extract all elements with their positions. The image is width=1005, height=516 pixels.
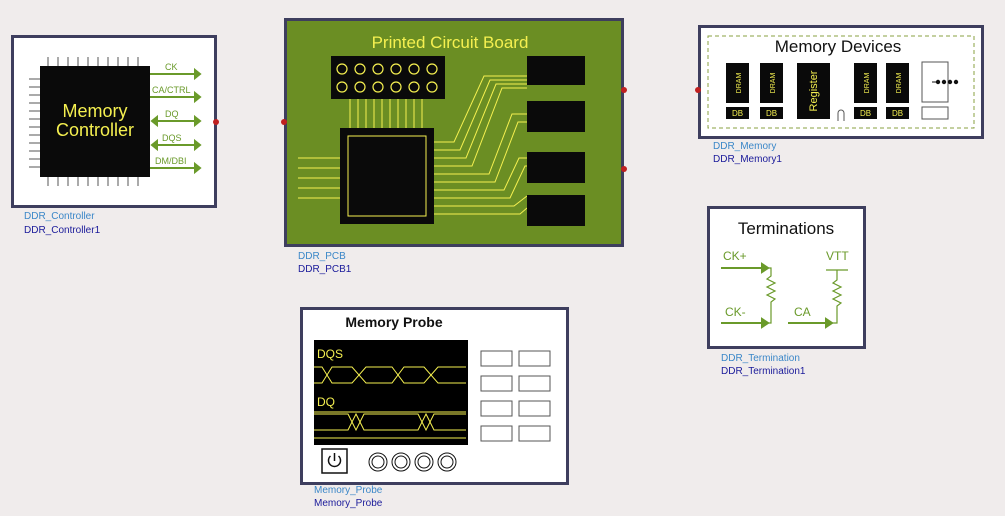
db-buffer: DB <box>886 107 909 119</box>
ck-plus-label: CK+ <box>723 249 747 263</box>
svg-text:DRAM: DRAM <box>736 73 743 94</box>
resistor-ck-icon <box>765 267 777 324</box>
probe-block[interactable]: Memory Probe DQS DQ <box>300 307 569 485</box>
pcb-memory-chip <box>527 152 585 183</box>
pcb-memory-chip <box>527 101 585 132</box>
db-buffer: DB <box>760 107 783 119</box>
probe-trace-dqs-label: DQS <box>317 347 343 361</box>
probe-symbol: Memory Probe DQS DQ <box>300 307 569 485</box>
ck-minus-label: CK- <box>725 305 746 319</box>
controller-title-line1: Memory <box>62 101 127 121</box>
pcb-title: Printed Circuit Board <box>372 33 529 52</box>
probe-instance-label: Memory_Probe <box>314 498 383 509</box>
probe-waveform-dq <box>314 411 466 439</box>
signal-dq-label: DQ <box>165 109 179 119</box>
termination-instance-label: DDR_Termination1 <box>721 366 806 377</box>
memory-notch <box>837 109 845 121</box>
power-icon <box>321 448 348 474</box>
termination-arrows <box>721 262 834 329</box>
terminations-symbol: Terminations CK+ CK- VTT CA <box>707 206 866 349</box>
svg-text:Register: Register <box>808 70 820 111</box>
memory-port[interactable] <box>695 87 701 93</box>
ca-label: CA <box>794 305 811 319</box>
pcb-connector-pins <box>336 63 438 93</box>
pcb-main-chip <box>340 128 434 224</box>
pcb-traces <box>298 75 528 215</box>
terminations-title: Terminations <box>738 219 834 238</box>
db-buffer: DB <box>726 107 749 119</box>
svg-text:DB: DB <box>766 109 777 118</box>
pcb-instance-label: DDR_PCB1 <box>298 264 352 275</box>
memory-block[interactable]: Memory Devices DRAM DRAM DRAM DRAM DB DB <box>698 25 984 139</box>
db-buffer: DB <box>854 107 877 119</box>
controller-port[interactable] <box>213 119 219 125</box>
memory-module-outline <box>707 35 975 129</box>
dram-chip: DRAM <box>854 63 877 103</box>
pcb-port-left[interactable] <box>281 119 287 125</box>
register-chip: Register <box>797 63 830 119</box>
probe-knob-icons <box>368 452 457 472</box>
probe-keypad <box>480 350 551 442</box>
resistor-vtt-icon <box>826 269 848 324</box>
svg-text:DB: DB <box>732 109 743 118</box>
terminations-block[interactable]: Terminations CK+ CK- VTT CA <box>707 206 866 349</box>
dram-chip: DRAM <box>760 63 783 103</box>
pcb-symbol: Printed Circuit Board <box>284 18 624 247</box>
controller-title-line2: Controller <box>56 120 134 140</box>
pcb-memory-chip <box>527 195 585 226</box>
pcb-connector <box>331 56 445 99</box>
probe-scope-screen <box>314 340 468 445</box>
probe-title: Memory Probe <box>345 314 442 330</box>
signal-ck-label: CK <box>165 62 178 72</box>
svg-text:DRAM: DRAM <box>864 73 871 94</box>
controller-symbol: Memory Controller CK CA/CTRL DQ DQS DM/D… <box>11 35 217 208</box>
memory-more-db <box>921 106 949 120</box>
memory-title: Memory Devices <box>775 37 902 56</box>
pcb-port-right-bottom[interactable] <box>621 166 627 172</box>
controller-pins-bottom <box>47 177 139 186</box>
pcb-chip-outline <box>347 135 427 217</box>
controller-type-label: DDR_Controller <box>24 211 95 222</box>
memory-type-label: DDR_Memory <box>713 141 777 152</box>
controller-pins-left <box>29 78 40 168</box>
dram-chip: DRAM <box>726 63 749 103</box>
probe-trace-dq-label: DQ <box>317 395 335 409</box>
signal-dm-dbi-label: DM/DBI <box>155 156 187 166</box>
svg-text:DRAM: DRAM <box>896 73 903 94</box>
controller-pins-top <box>47 57 139 66</box>
dram-chip: DRAM <box>886 63 909 103</box>
memory-instance-label: DDR_Memory1 <box>713 154 782 165</box>
pcb-port-right-top[interactable] <box>621 87 627 93</box>
svg-text:DB: DB <box>892 109 903 118</box>
controller-chip <box>40 66 150 177</box>
svg-text:DB: DB <box>860 109 871 118</box>
controller-instance-label: DDR_Controller1 <box>24 225 101 236</box>
pcb-block[interactable]: Printed Circuit Board <box>284 18 624 247</box>
pcb-memory-chip <box>527 56 585 85</box>
more-dots-icon <box>935 79 959 85</box>
signal-dqs-label: DQS <box>162 133 182 143</box>
pcb-type-label: DDR_PCB <box>298 251 346 262</box>
controller-signal-arrows <box>150 67 202 175</box>
termination-type-label: DDR_Termination <box>721 353 800 364</box>
probe-waveform-dqs <box>314 366 466 384</box>
svg-text:DRAM: DRAM <box>770 73 777 94</box>
vtt-label: VTT <box>826 249 849 263</box>
signal-ca-ctrl-label: CA/CTRL <box>152 85 191 95</box>
controller-block[interactable]: Memory Controller CK CA/CTRL DQ DQS DM/D… <box>11 35 217 208</box>
memory-symbol: Memory Devices DRAM DRAM DRAM DRAM DB DB <box>698 25 984 139</box>
probe-type-label: Memory_Probe <box>314 485 383 496</box>
